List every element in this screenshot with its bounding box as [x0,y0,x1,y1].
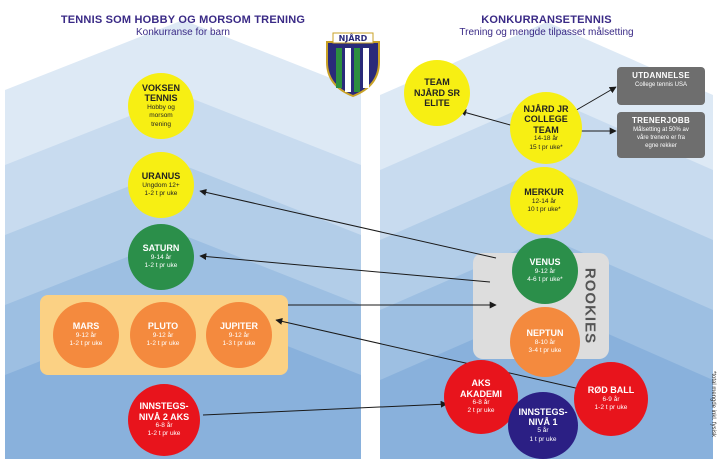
right-header-subtitle: Trening og mengde tilpasset målsetting [459,27,634,39]
node-name: PLUTO [147,321,179,332]
node-detail: 1-2 t pr uke [69,340,103,348]
node-detail: 15 t pr uke* [529,143,563,151]
box-detail: egne rekker [645,142,677,149]
node-detail: 3-4 t pr uke [528,347,562,355]
node-detail: 1-2 t pr uke [144,262,178,270]
node-detail: 5 år [537,427,549,435]
node-detail: 14-18 år [533,135,559,143]
box-trenerjobb: TRENERJOBB Målsetting at 50% av våre tre… [617,112,705,158]
node-name: INNSTEGS-NIVÅ 2 AKS [138,401,190,422]
node-detail: 6-8 år [155,421,173,429]
node-name: VENUS [529,257,561,268]
node-detail: 1-2 t pr uke [147,430,181,438]
node-team-njard-elite: TEAM NJÅRD SR ELITE [404,60,470,126]
node-college-team: NJÅRD JR COLLEGE TEAM 14-18 år 15 t pr u… [510,92,582,164]
node-name: MERKUR [524,187,564,198]
node-detail: 1-2 t pr uke [146,340,180,348]
node-name: INNSTEGS-NIVÅ 1 [518,406,568,428]
right-header: KONKURRANSETENNIS Trening og mengde tilp… [380,14,713,39]
node-detail: 9-12 år [75,331,97,339]
node-name: JUPITER [219,321,258,332]
node-detail: 9-12 år [534,267,556,275]
node-mars: MARS 9-12 år 1-2 t pr uke [53,302,119,368]
node-name: AKS AKADEMI [460,378,502,399]
node-detail: 1-3 t pr uke [222,340,256,348]
node-innstegs-niva-1: INNSTEGS-NIVÅ 1 5 år 1 t pr uke [508,392,578,459]
node-detail: 6-8 år [472,398,490,406]
footnote: *total mengde inkl. fysisk [710,370,716,438]
box-detail: våre trenere er fra [636,134,686,141]
node-detail: 10 t pr uke* [527,206,561,214]
node-name: VOKSEN TENNIS [141,83,180,104]
node-jupiter: JUPITER 9-12 år 1-3 t pr uke [206,302,272,368]
node-uranus: URANUS Ungdom 12+ 1-2 t pr uke [128,152,194,218]
rookies-label: ROOKIES [581,267,599,345]
node-name: TEAM NJÅRD SR ELITE [413,77,460,109]
node-detail: 1-2 t pr uke [144,190,178,198]
box-title: UTDANNELSE [632,71,690,80]
node-detail: 9-12 år [152,331,174,339]
node-detail: 2 t pr uke [467,407,495,415]
left-header-subtitle: Konkurranse for barn [136,27,230,39]
box-utdannelse: UTDANNELSE College tennis USA [617,67,705,105]
node-name: MARS [72,321,100,332]
node-venus: VENUS 9-12 år 4-6 t pr uke* [512,238,578,304]
node-detail: trening [151,120,171,128]
njard-logo: NJÅRD [326,32,380,98]
node-saturn: SATURN 9-14 år 1-2 t pr uke [128,224,194,290]
node-name: RØD BALL [587,385,635,396]
node-name: NJÅRD JR COLLEGE TEAM [523,104,569,135]
node-name: URANUS [141,171,181,182]
node-detail: 1 t pr uke [529,435,557,443]
node-detail: 4-6 t pr uke* [527,276,563,284]
node-pluto: PLUTO 9-12 år 1-2 t pr uke [130,302,196,368]
box-title: TRENERJOBB [631,116,691,125]
node-neptun: NEPTUN 8-10 år 3-4 t pr uke [510,307,580,377]
left-header: TENNIS SOM HOBBY OG MORSOM TRENING Konku… [5,14,361,39]
node-voksen-tennis: VOKSEN TENNIS Hobby og morsom trening [128,73,194,139]
node-detail: 1-2 t pr uke [594,404,628,412]
right-header-title: KONKURRANSETENNIS [481,14,612,26]
left-header-title: TENNIS SOM HOBBY OG MORSOM TRENING [60,14,306,26]
node-innstegs-niva-2: INNSTEGS-NIVÅ 2 AKS 6-8 år 1-2 t pr uke [128,384,200,456]
node-name: SATURN [142,243,180,254]
node-aks-akademi: AKS AKADEMI 6-8 år 2 t pr uke [444,360,518,434]
node-detail: Ungdom 12+ [142,181,180,189]
box-detail: Målsetting at 50% av [633,127,689,133]
node-detail: 8-10 år [534,338,556,346]
node-detail: 12-14 år [531,197,557,205]
node-detail: 6-9 år [602,395,620,403]
node-rod-ball: RØD BALL 6-9 år 1-2 t pr uke [574,362,648,436]
node-detail: 9-14 år [150,253,172,261]
node-detail: Hobby og [147,103,175,111]
node-merkur: MERKUR 12-14 år 10 t pr uke* [510,167,578,235]
box-detail: College tennis USA [634,82,688,88]
logo-text: NJÅRD [339,33,368,43]
node-detail: 9-12 år [228,331,250,339]
node-name: NEPTUN [526,328,564,339]
node-detail: morsom [149,112,173,120]
